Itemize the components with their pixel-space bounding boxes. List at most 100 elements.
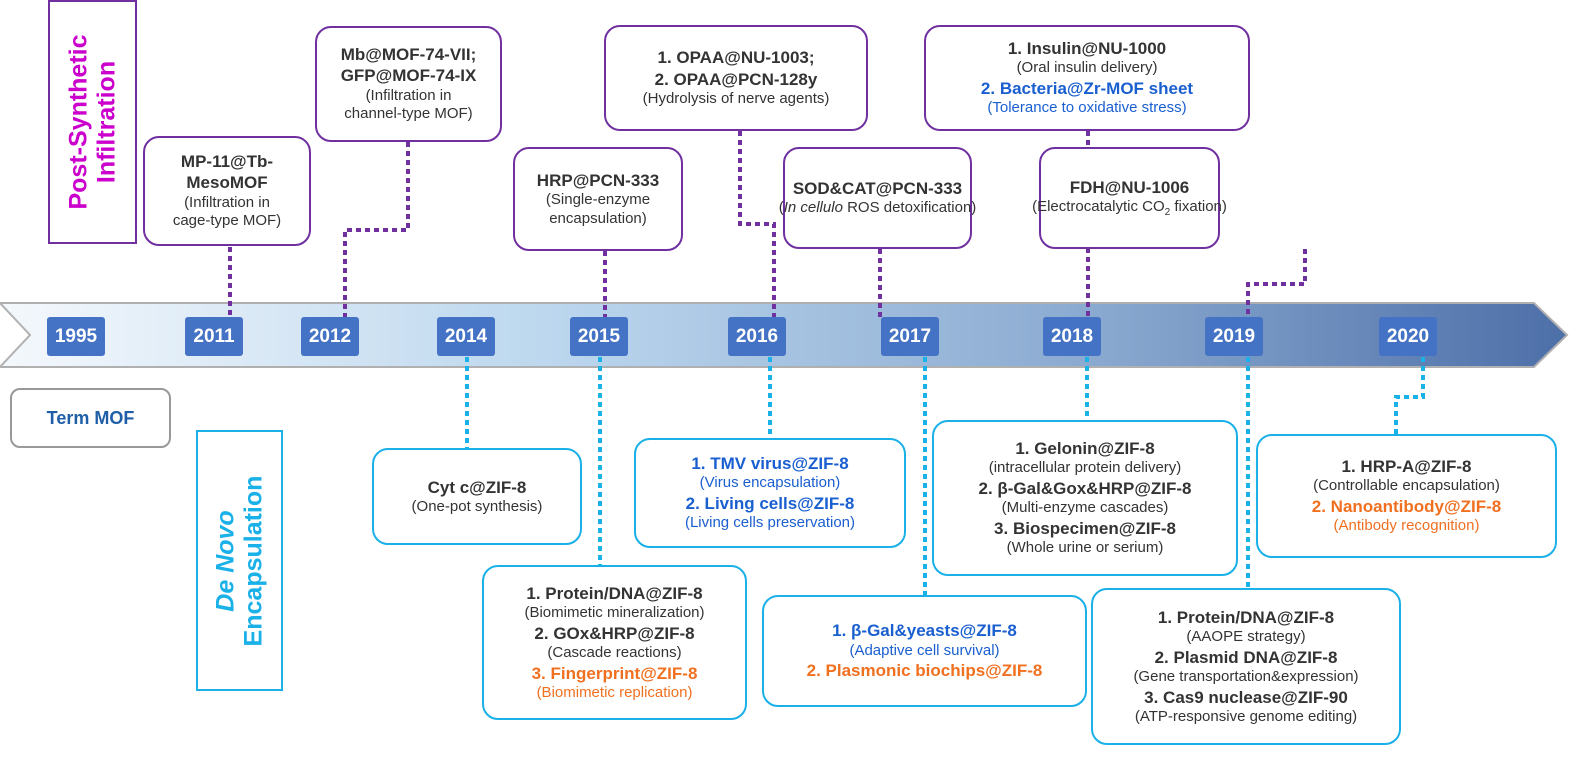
event-text: 1. TMV virus@ZIF-8 xyxy=(691,454,849,473)
event-line: (Cascade reactions) xyxy=(547,644,681,663)
event-text: 3. Cas9 nuclease@ZIF-90 xyxy=(1144,687,1348,707)
event-text: MesoMOF xyxy=(186,173,268,193)
top-event-box-2016: 1. OPAA@NU-1003;2. OPAA@PCN-128y(Hydroly… xyxy=(604,25,868,131)
year-badge-2018: 2018 xyxy=(1043,317,1101,356)
event-text: (intracellular protein delivery) xyxy=(988,459,1182,477)
event-text: (Tolerance to oxidative stress) xyxy=(987,99,1187,117)
term-mof-label: Term MOF xyxy=(10,388,171,448)
event-line: MesoMOF xyxy=(186,172,267,193)
bot-event-box-2016: 1. TMV virus@ZIF-8(Virus encapsulation) 2… xyxy=(634,438,906,548)
year-badge-2014: 2014 xyxy=(437,317,495,356)
bot-event-box-2018: 1. Gelonin@ZIF-8(intracellular protein d… xyxy=(932,420,1238,576)
event-text: (Multi-enzyme cascades) xyxy=(1001,499,1169,517)
event-line: 2. GOx&HRP@ZIF-8 xyxy=(534,623,694,644)
label-line: Encapsulation xyxy=(238,475,267,646)
event-text: 2. Plasmid DNA@ZIF-8 xyxy=(1154,647,1338,667)
event-text: 2. Living cells@ZIF-8 xyxy=(685,494,855,513)
event-line: 3. Cas9 nuclease@ZIF-90 xyxy=(1144,687,1348,708)
event-line: (Adaptive cell survival) xyxy=(849,642,999,661)
year-badge-2017: 2017 xyxy=(881,317,939,356)
event-text: (Adaptive cell survival) xyxy=(849,641,1000,659)
event-text: 1. β-Gal&yeasts@ZIF-8 xyxy=(832,621,1017,641)
bot-event-box-2017: 1. β-Gal&yeasts@ZIF-8(Adaptive cell surv… xyxy=(762,595,1087,707)
bot-event-box-2015: 1. Protein/DNA@ZIF-8(Biomimetic minerali… xyxy=(482,565,747,720)
year-badge-2012: 2012 xyxy=(301,317,359,356)
event-text: 1. HRP-A@ZIF-8 xyxy=(1341,457,1472,476)
event-text: 3. Fingerprint@ZIF-8 xyxy=(531,663,698,683)
connector-2020 xyxy=(1394,357,1425,434)
event-text: 2. Nanoantibody@ZIF-8 xyxy=(1311,497,1502,516)
event-text: (Antibody recognition) xyxy=(1333,517,1480,535)
event-line: (Whole urine or serium) xyxy=(1007,539,1164,558)
event-line: (Infiltration in xyxy=(366,87,452,106)
event-text: 2. Bacteria@Zr-MOF sheet xyxy=(980,79,1194,98)
event-line: GFP@MOF-74-IX xyxy=(341,65,477,86)
event-line: (Single-enzyme xyxy=(546,191,650,210)
event-line: (Tolerance to oxidative stress) xyxy=(987,99,1186,118)
event-text: (Oral insulin delivery) xyxy=(1016,59,1158,77)
label-line: Post-Synthetic xyxy=(64,34,92,210)
event-text: 2 xyxy=(1164,206,1171,218)
event-line: Mb@MOF-74-VII; xyxy=(341,44,477,65)
event-line: (Oral insulin delivery) xyxy=(1017,59,1158,78)
event-text: (Infiltration in xyxy=(365,86,452,104)
event-text: (Virus encapsulation) xyxy=(699,474,841,492)
event-text: encapsulation) xyxy=(549,209,647,227)
event-text: (One-pot synthesis) xyxy=(411,497,543,515)
event-line: 1. β-Gal&yeasts@ZIF-8 xyxy=(832,620,1017,641)
connector-2019-top xyxy=(1246,249,1307,317)
event-line: (Gene transportation&expression) xyxy=(1133,668,1358,687)
bot-event-box-2019: 1. Protein/DNA@ZIF-8(AAOPE strategy) 2. P… xyxy=(1091,588,1401,745)
event-text: FDH@NU-1006 xyxy=(1069,177,1190,197)
event-line: (AAOPE strategy) xyxy=(1186,628,1305,647)
event-text: fixation) xyxy=(1170,197,1227,215)
event-line: (Virus encapsulation) xyxy=(700,474,841,493)
bot-event-box-2020: 1. HRP-A@ZIF-8(Controllable encapsulatio… xyxy=(1256,434,1557,558)
event-line: encapsulation) xyxy=(549,210,647,229)
event-line: cage-type MOF) xyxy=(173,212,281,231)
year-badge-2016: 2016 xyxy=(728,317,786,356)
event-text: channel-type MOF) xyxy=(344,105,473,123)
event-text: 1. Gelonin@ZIF-8 xyxy=(1015,439,1155,458)
event-line: 1. Protein/DNA@ZIF-8 xyxy=(526,583,702,604)
event-text: MP-11@Tb- xyxy=(180,152,274,171)
bot-event-box-2014: Cyt c@ZIF-8(One-pot synthesis) xyxy=(372,448,582,545)
event-text: 1. Protein/DNA@ZIF-8 xyxy=(1157,607,1335,627)
event-line: 1. Protein/DNA@ZIF-8 xyxy=(1158,607,1334,628)
event-text: 2. β-Gal&Gox&HRP@ZIF-8 xyxy=(978,479,1192,498)
event-text: (Electrocatalytic CO xyxy=(1032,197,1165,215)
event-text: HRP@PCN-333 xyxy=(536,170,660,190)
top-event-box-2012: Mb@MOF-74-VII; GFP@MOF-74-IX(Infiltration… xyxy=(315,26,502,142)
event-line: (ATP-responsive genome editing) xyxy=(1135,708,1357,727)
cyan-connectors xyxy=(465,357,1425,595)
event-text: (Cascade reactions) xyxy=(547,643,682,661)
event-line: (Antibody recognition) xyxy=(1334,517,1480,536)
event-line: (Electrocatalytic CO2 fixation) xyxy=(1032,198,1227,220)
year-badge-1995: 1995 xyxy=(47,317,105,356)
label-line: Infiltration xyxy=(91,60,120,184)
event-text: GFP@MOF-74-IX xyxy=(340,66,477,86)
event-text: (Controllable encapsulation) xyxy=(1313,477,1500,495)
event-line: 2. Nanoantibody@ZIF-8 xyxy=(1312,496,1501,517)
year-badge-2019: 2019 xyxy=(1205,317,1263,356)
connector-2012 xyxy=(343,142,410,317)
connector-2016-top xyxy=(738,131,776,317)
event-line: 2. Bacteria@Zr-MOF sheet xyxy=(981,78,1193,99)
event-line: 2. β-Gal&Gox&HRP@ZIF-8 xyxy=(978,478,1191,499)
event-line: 1. HRP-A@ZIF-8 xyxy=(1342,456,1472,477)
year-badge-2011: 2011 xyxy=(185,317,243,356)
event-line: (Hydrolysis of nerve agents) xyxy=(643,90,830,109)
event-line: 2. Plasmid DNA@ZIF-8 xyxy=(1155,647,1338,668)
event-text: (Living cells preservation) xyxy=(684,514,856,532)
event-line: (Living cells preservation) xyxy=(685,514,855,533)
event-text: In cellulo xyxy=(783,199,843,217)
event-text: (AAOPE strategy) xyxy=(1186,627,1306,645)
event-text: Mb@MOF-74-VII; xyxy=(340,45,477,64)
event-text: (Biomimetic mineralization) xyxy=(524,603,705,621)
top-event-box-2017: SOD&CAT@PCN-333(In cellulo ROS detoxific… xyxy=(779,147,976,249)
event-text: (Whole urine or serium) xyxy=(1006,539,1164,557)
event-line: (Controllable encapsulation) xyxy=(1313,477,1500,496)
